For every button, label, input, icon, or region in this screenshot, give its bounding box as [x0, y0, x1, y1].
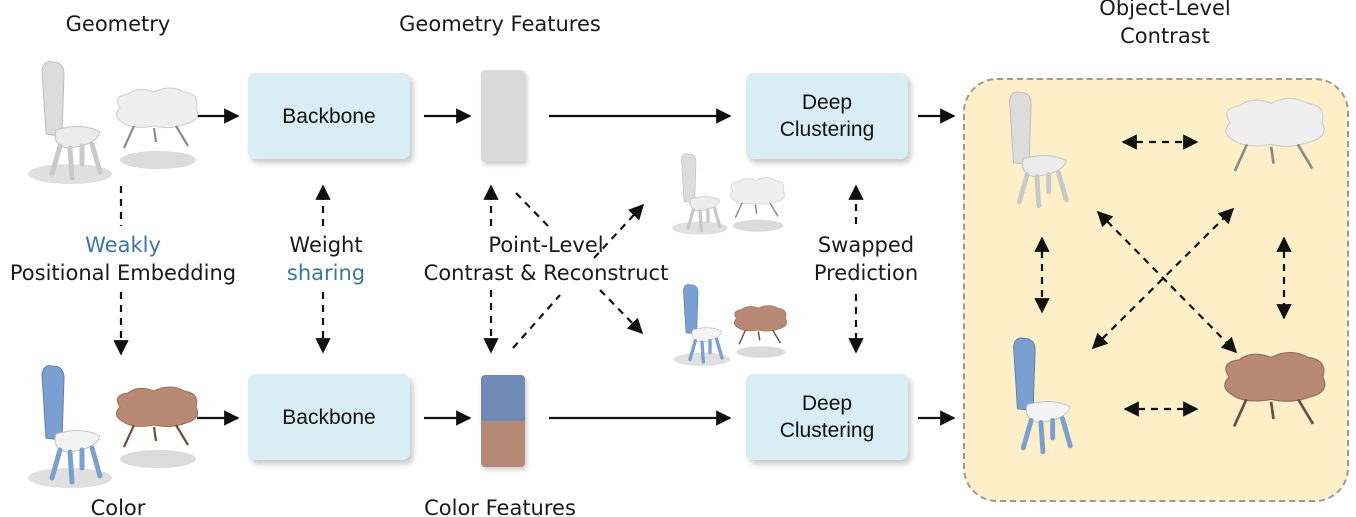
color-table-image	[116, 386, 199, 468]
object-color-table-image	[1224, 351, 1326, 427]
weight-label: Weight	[289, 233, 363, 257]
geometry-label: Geometry	[65, 12, 171, 36]
weight-sharing-label: Weight sharing	[266, 231, 386, 287]
reconstructed-color-chair-image	[674, 284, 730, 366]
geometry-features-label: Geometry Features	[399, 12, 601, 36]
point-level-line2: Contrast & Reconstruct	[423, 261, 669, 285]
backbone-bottom-label: Backbone	[282, 405, 376, 429]
object-geometry-table-image	[1225, 97, 1325, 172]
point-level-line1: Point-Level	[488, 233, 604, 257]
object-color-chair-image	[1013, 337, 1073, 455]
sharing-label: sharing	[286, 261, 366, 285]
point-level-label: Point-Level Contrast & Reconstruct	[406, 231, 686, 287]
reconstructed-geometry-chair-image	[672, 153, 728, 235]
color-feature-block	[481, 375, 525, 467]
swapped-label: Swapped	[817, 233, 915, 257]
arrow-object-diag-2	[1091, 207, 1235, 350]
geometry-chair-image	[28, 61, 112, 184]
object-geometry-chair-image	[1009, 91, 1069, 209]
swapped-prediction-label: Swapped Prediction	[796, 231, 936, 287]
arrow-object-diag-1	[1096, 210, 1238, 354]
geometry-table-image	[116, 87, 199, 169]
deep-clustering-top-box: Deep Clustering	[746, 73, 908, 159]
object-level-line2: Contrast	[1120, 24, 1210, 48]
backbone-top-box: Backbone	[248, 73, 410, 159]
geometry-feature-block	[481, 70, 525, 162]
reconstructed-geometry-table-image	[730, 177, 785, 232]
positional-embedding-label: Weakly Positional Embedding	[0, 231, 246, 287]
weakly-label: Weakly	[85, 233, 161, 257]
color-features-label: Color Features	[424, 496, 576, 517]
backbone-bottom-box: Backbone	[248, 374, 410, 460]
object-level-label: Object-Level Contrast	[1060, 0, 1270, 50]
reconstructed-color-table-image	[733, 305, 787, 358]
deep-clustering-top-line1: Deep	[801, 91, 853, 114]
deep-clustering-bottom-line2: Clustering	[779, 419, 875, 442]
arrow-point-level-diag-up	[512, 294, 561, 349]
positional-embedding-text: Positional Embedding	[9, 261, 237, 285]
deep-clustering-top-line2: Clustering	[779, 118, 875, 141]
deep-clustering-bottom-line1: Deep	[801, 392, 853, 415]
deep-clustering-bottom-box: Deep Clustering	[746, 374, 908, 460]
object-level-line1: Object-Level	[1099, 0, 1231, 20]
arrow-point-level-diag-down	[515, 192, 549, 227]
prediction-label: Prediction	[813, 261, 919, 285]
color-label: Color	[90, 496, 146, 517]
backbone-top-label: Backbone	[282, 104, 376, 128]
color-chair-image	[28, 365, 112, 488]
